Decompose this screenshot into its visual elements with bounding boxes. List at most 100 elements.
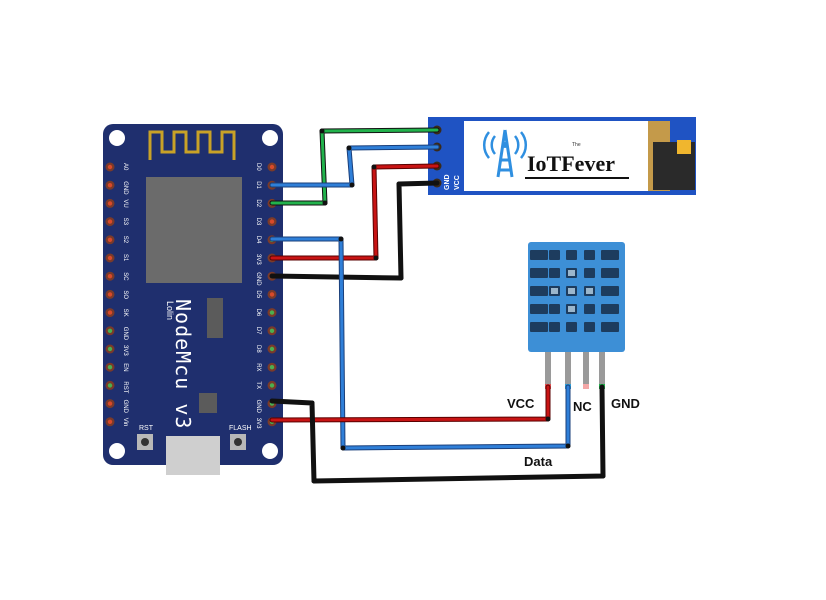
pin-label-left: VU xyxy=(122,199,128,207)
wire-bend-point xyxy=(565,443,571,449)
oled-screen xyxy=(464,121,648,191)
label-gnd: GND xyxy=(611,396,640,411)
pin-label-right: 3V3 xyxy=(255,254,261,265)
sensor-vent-inner xyxy=(586,288,593,294)
oled-pin-label: GND xyxy=(444,174,451,190)
header-pin-left-dot xyxy=(107,310,113,315)
regulator-chip xyxy=(199,393,217,413)
mount-hole xyxy=(262,443,278,459)
oled-pin-label: SCL xyxy=(464,175,471,190)
header-pin-left-dot xyxy=(107,328,113,333)
pin-label-right: GND xyxy=(255,272,261,286)
usb-connector xyxy=(166,436,220,475)
sensor-vent-slot xyxy=(530,268,548,278)
sensor-vent-slot xyxy=(549,322,560,332)
wire-joints xyxy=(309,128,606,484)
pin-label-right: TX xyxy=(255,381,261,389)
sensor-vent-inner xyxy=(568,270,575,276)
wire-bend-point xyxy=(398,275,404,281)
oled-connector-tab xyxy=(677,140,691,154)
wire-3v3-to-oled-vcc xyxy=(269,163,440,261)
wire-gnd-to-oled-gnd xyxy=(269,180,440,281)
dht-sensor: VCC NC GND Data xyxy=(507,242,640,469)
header-pin-left-dot xyxy=(107,346,113,352)
pin-label-right: D0 xyxy=(255,163,261,171)
rst-button-cap xyxy=(141,438,149,446)
board-name: NodeMcu v3 xyxy=(171,299,195,429)
header-pin-right-dot xyxy=(269,164,275,170)
sensor-vent-slot xyxy=(530,250,548,260)
sensor-vent-slot xyxy=(601,304,619,314)
wire-bend-point xyxy=(349,182,355,188)
wire-bend-point xyxy=(338,236,344,242)
sensor-vent-slot xyxy=(566,322,577,332)
pin-label-right: 3V3 xyxy=(255,418,261,429)
pin-label-right: RX xyxy=(255,363,261,371)
pin-label-left: RST xyxy=(122,381,128,393)
antenna-trace xyxy=(148,130,236,160)
pin-label-right: D1 xyxy=(255,181,261,189)
header-pin-right-dot xyxy=(269,346,275,352)
header-pin-left-dot xyxy=(107,274,113,279)
pin-label-left: A0 xyxy=(122,163,128,171)
pin-label-right: D3 xyxy=(255,218,261,226)
flash-label: FLASH xyxy=(229,425,252,432)
header-pin-right-dot xyxy=(269,292,275,297)
pin-label-left: S2 xyxy=(122,236,128,244)
header-pin-right-dot xyxy=(269,365,275,370)
sensor-vent-slot xyxy=(566,250,577,260)
wire-3v3-to-oled-vcc-core xyxy=(270,164,439,260)
label-vcc: VCC xyxy=(507,396,535,411)
sensor-vent-slot xyxy=(549,268,560,278)
header-pin-left-dot xyxy=(107,383,113,388)
pin-label-right: GND xyxy=(255,400,261,414)
sensor-vent-slot xyxy=(601,322,619,332)
nodemcu-board: NodeMcu v3 Lolin RST FLASH A0GNDVUS3S2S1… xyxy=(103,124,283,475)
sensor-vent-slot xyxy=(530,286,548,296)
header-pin-left-dot xyxy=(107,255,113,261)
header-pin-left-dot xyxy=(107,183,113,188)
sensor-vent-inner xyxy=(568,288,575,294)
mount-hole xyxy=(109,130,125,146)
sensor-leg-gnd xyxy=(599,352,605,387)
header-pin-right-dot xyxy=(269,219,275,224)
label-nc: NC xyxy=(573,399,592,414)
sensor-pin-nc xyxy=(583,384,589,389)
sensor-vent-slot xyxy=(601,250,619,260)
sensor-leg-nc xyxy=(583,352,589,387)
sensor-vent-slot xyxy=(584,268,595,278)
pin-label-right: D6 xyxy=(255,309,261,317)
pin-label-left: GND xyxy=(122,181,128,195)
sensor-leg-vcc xyxy=(545,352,551,387)
wire-bend-point xyxy=(322,200,328,206)
pin-label-left: S3 xyxy=(122,218,128,226)
brand-logo: IoTFever xyxy=(527,151,615,176)
header-pin-left-dot xyxy=(107,292,113,297)
sensor-vent-slot xyxy=(549,304,560,314)
wire-bend-point xyxy=(600,473,606,479)
sensor-vents xyxy=(530,250,619,332)
pin-label-left: S1 xyxy=(122,254,128,262)
wire-bend-point xyxy=(346,145,352,151)
sensor-vent-slot xyxy=(601,268,619,278)
sensor-vent-slot xyxy=(584,304,595,314)
wire-bend-point xyxy=(340,445,346,451)
pin-label-left: Vin xyxy=(122,418,128,427)
header-pin-left-dot xyxy=(107,401,113,406)
wire-bend-point xyxy=(319,128,325,134)
flash-button-cap xyxy=(234,438,242,446)
sensor-vent-slot xyxy=(584,322,595,332)
wire-bend-point xyxy=(309,400,315,406)
brand-prefix: The xyxy=(572,142,581,148)
sensor-vent-slot xyxy=(584,250,595,260)
header-pin-right-dot xyxy=(269,328,275,333)
wire-d2-to-sda-core xyxy=(270,128,439,205)
header-pin-left-dot xyxy=(107,365,113,370)
brand-underline xyxy=(525,177,629,179)
wire-gnd-to-sensor-gnd xyxy=(269,384,606,484)
mount-hole xyxy=(262,130,278,146)
sensor-vent-slot xyxy=(530,322,548,332)
esp-module-shield xyxy=(146,177,242,283)
